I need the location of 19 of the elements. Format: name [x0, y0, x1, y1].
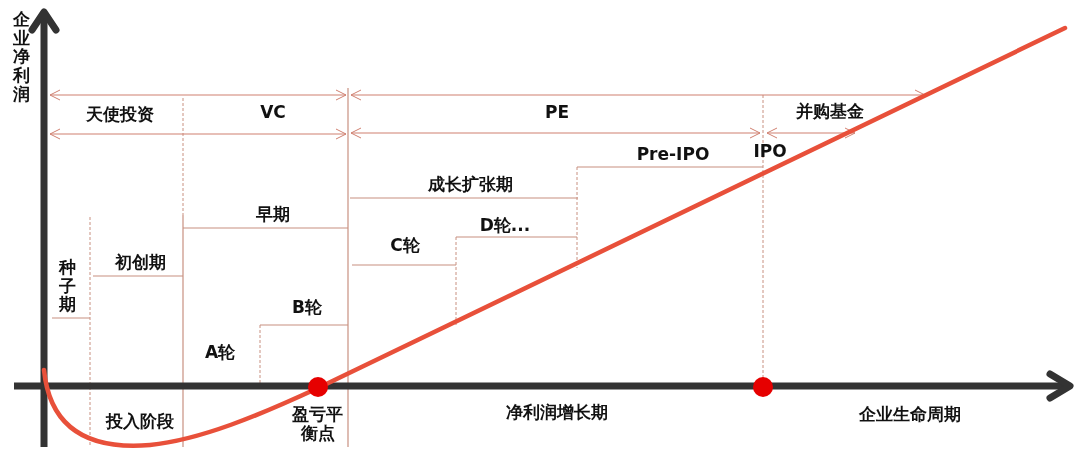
- round-label: C轮: [390, 236, 420, 256]
- round-label: D轮...: [479, 216, 531, 236]
- stage-label: IPO: [753, 142, 787, 162]
- stage-label: 成长扩张期: [427, 175, 513, 195]
- stage-label: 初创期: [114, 253, 166, 273]
- round-label: A轮: [204, 343, 236, 363]
- axis-title: 企业生命周期: [859, 405, 961, 425]
- stage-label: 投入阶段: [106, 412, 174, 432]
- stage-label: 早期: [256, 205, 290, 225]
- investor-type-label: 天使投资: [86, 105, 154, 125]
- stage-label: 种子期: [58, 258, 76, 315]
- investor-type-label: 并购基金: [796, 102, 864, 122]
- breakeven-label: 盈亏平衡点: [291, 405, 345, 443]
- stage-label: Pre-IPO: [636, 145, 710, 165]
- axis-title: 企业净利润: [12, 10, 30, 104]
- round-label: B轮: [292, 298, 322, 318]
- investor-type-label: VC: [260, 103, 286, 123]
- investor-type-label: PE: [544, 103, 570, 123]
- stage-label: 净利润增长期: [506, 403, 608, 423]
